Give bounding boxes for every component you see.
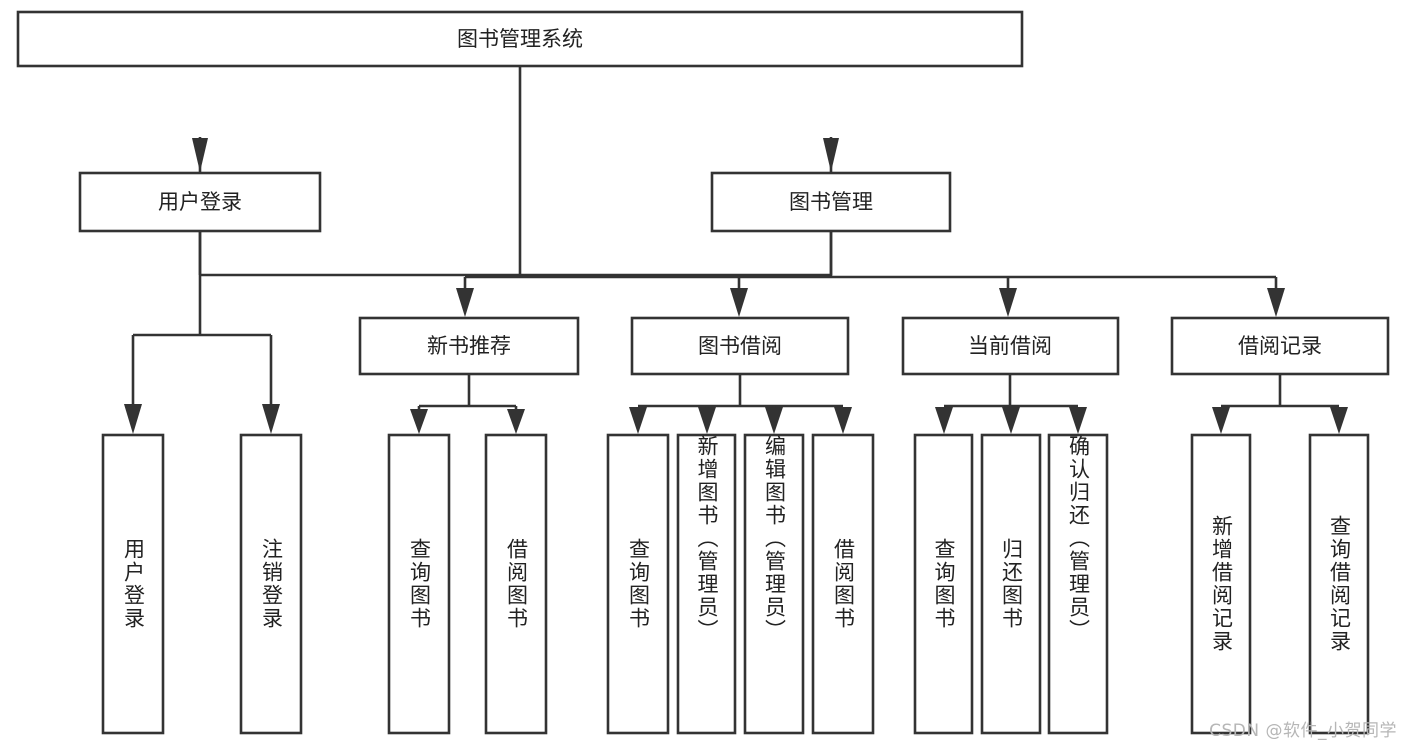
node-root[interactable]: 图书管理系统 [16,10,1024,68]
node-borrow-record-box[interactable] [1170,316,1390,376]
node-current-borrow-box[interactable] [901,316,1120,376]
arrow-icon-leaf-add-borrow-record [1212,407,1230,434]
connector-group-root-to-level2 [198,66,833,277]
leaf-boxes [101,433,1370,735]
leaf-box-query-book-3[interactable] [913,433,974,735]
node-book-borrow[interactable]: 图书借阅 [630,316,850,376]
arrow-icon-leaf-borrow-book-2 [834,407,852,434]
node-user-login-label: 用户登录 [158,190,242,214]
arrow-icon-leaf-query-borrow-record [1330,407,1348,434]
node-user-login[interactable]: 用户登录 [78,171,322,233]
arrow-icon-current-borrow [999,288,1017,317]
node-book-manage[interactable]: 图书管理 [710,171,952,233]
node-new-book-recommend-label: 新书推荐 [427,334,511,358]
node-borrow-record[interactable]: 借阅记录 [1170,316,1390,376]
leaf-box-query-book-2[interactable] [606,433,670,735]
leaf-box-add-borrow-record[interactable] [1190,433,1252,735]
connector-group-book-borrow-children [629,374,852,434]
leaf-box-edit-book[interactable] [743,433,805,735]
arrow-icon-leaf-borrow-book-1 [507,409,525,434]
arrow-icon-borrow-record [1267,288,1285,317]
leaf-box-add-book[interactable] [676,433,737,735]
connector-group-book-manage-children [456,231,1285,317]
node-current-borrow[interactable]: 当前借阅 [901,316,1120,376]
arrow-icon-leaf-add-book [698,407,716,434]
arrow-icon-new-book-recommend [456,288,474,317]
node-book-borrow-box[interactable] [630,316,850,376]
leaf-box-user-login[interactable] [101,433,165,735]
node-borrow-record-label: 借阅记录 [1238,334,1322,358]
arrow-icon-leaf-edit-book [765,407,783,434]
node-new-book-recommend[interactable]: 新书推荐 [358,316,580,376]
node-new-book-recommend-box[interactable] [358,316,580,376]
connector-group-new-book-recommend-children [410,374,525,434]
leaf-box-confirm-return[interactable] [1047,433,1109,735]
node-root-label: 图书管理系统 [457,27,583,51]
node-book-borrow-label: 图书借阅 [698,334,782,358]
arrow-icon-book-manage [823,138,839,172]
arrow-icon-leaf-confirm-return [1069,407,1087,434]
node-book-manage-label: 图书管理 [789,190,873,214]
arrow-icon-user-login [192,138,208,172]
arrow-icon-leaf-query-book-3 [935,407,953,434]
leaf-box-query-borrow-record[interactable] [1308,433,1370,735]
leaf-box-user-logout[interactable] [239,433,303,735]
node-user-login-box[interactable] [78,171,322,233]
leaf-box-borrow-book-2[interactable] [811,433,875,735]
leaf-box-return-book[interactable] [980,433,1042,735]
arrow-icon-leaf-return-book [1002,407,1020,434]
arrowheads-level2 [192,138,839,172]
connector-group-user-login-children [124,231,280,434]
arrow-icon-book-borrow [730,288,748,317]
node-root-box[interactable] [16,10,1024,68]
connector-group-borrow-record-children [1212,374,1348,434]
arrow-icon-leaf-query-book-2 [629,407,647,434]
arrow-icon-leaf-user-login [124,404,142,434]
arrow-icon-leaf-user-logout [262,404,280,434]
node-current-borrow-label: 当前借阅 [968,334,1052,358]
arrow-icon-leaf-query-book-1 [410,409,428,434]
csdn-watermark: CSDN @软件_小贺同学 [1209,721,1397,741]
node-book-manage-box[interactable] [710,171,952,233]
leaf-box-query-book-1[interactable] [387,433,451,735]
leaf-box-borrow-book-1[interactable] [484,433,548,735]
connector-group-current-borrow-children [935,374,1087,434]
